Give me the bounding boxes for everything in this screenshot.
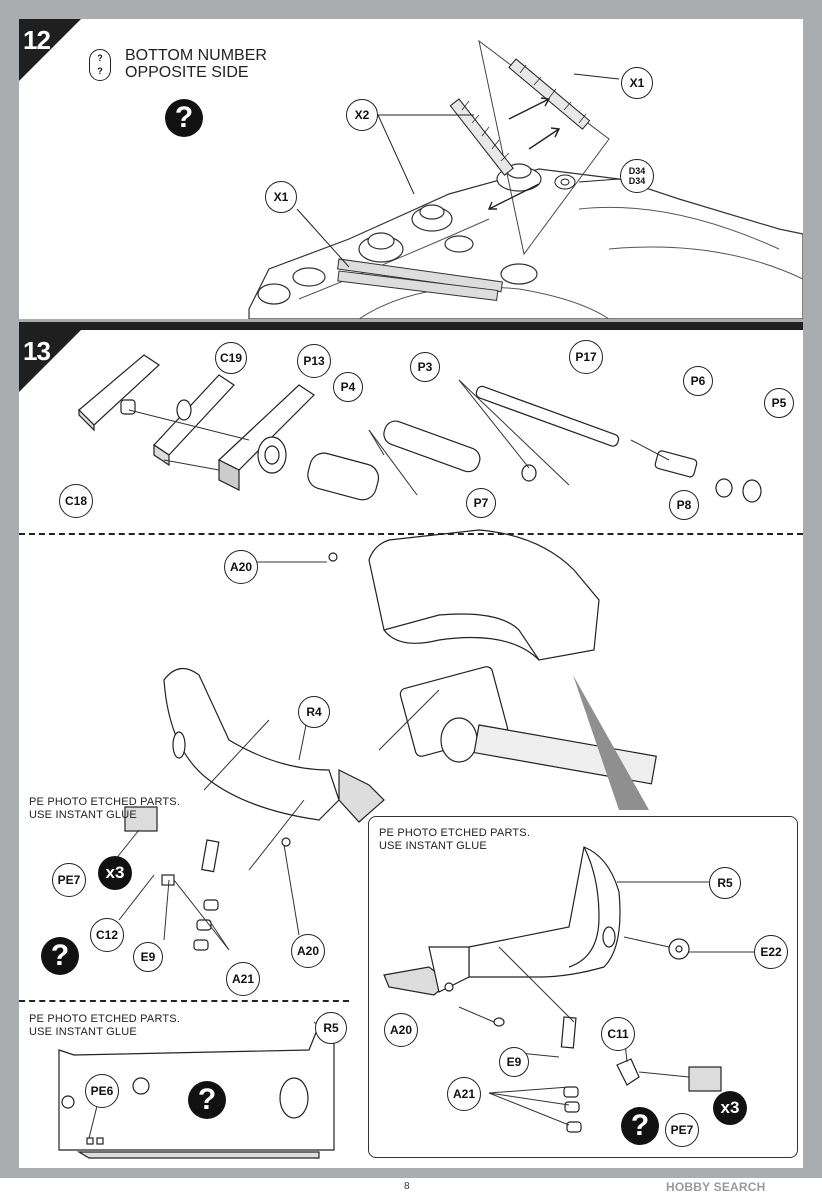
part-label-r5-bottom: R5 xyxy=(315,1012,347,1044)
opposite-side-key-icon: ?? xyxy=(89,49,111,81)
pe-note-inset: PE PHOTO ETCHED PARTS.USE INSTANT GLUE xyxy=(379,827,531,852)
part-label-a20-top: A20 xyxy=(224,550,258,584)
quantity-x3-inset: x3 xyxy=(713,1091,747,1125)
step-12-panel: 12 ?? BOTTOM NUMBER OPPOSITE SIDE ? xyxy=(19,19,803,319)
part-label-p13: P13 xyxy=(297,344,331,378)
quantity-x3-mid: x3 xyxy=(98,856,132,890)
part-label-e9-mid: E9 xyxy=(133,942,163,972)
part-label-pe6: PE6 xyxy=(85,1074,119,1108)
step-13-badge: 13 xyxy=(19,330,81,392)
bottom-number-note: BOTTOM NUMBER OPPOSITE SIDE xyxy=(125,47,267,81)
part-label-a20-mid: A20 xyxy=(291,934,325,968)
part-label-c19: C19 xyxy=(215,342,247,374)
part-label-a21-mid: A21 xyxy=(226,962,260,996)
part-label-c12: C12 xyxy=(90,918,124,952)
part-label-x1-top: X1 xyxy=(621,67,653,99)
question-mark-icon: ? xyxy=(165,99,203,137)
step-13-illustration xyxy=(58,354,762,1159)
step-12-illustration xyxy=(248,39,803,319)
part-label-pe7-inset: PE7 xyxy=(665,1113,699,1147)
part-label-p3: P3 xyxy=(410,352,440,382)
part-label-r4: R4 xyxy=(298,696,330,728)
step-12-badge: 12 xyxy=(19,19,81,81)
question-mark-icon-inset: ? xyxy=(621,1107,659,1145)
detail-inset-box: PE PHOTO ETCHED PARTS.USE INSTANT GLUE R… xyxy=(368,816,798,1158)
step-12-number: 12 xyxy=(23,25,51,55)
part-label-a20-inset: A20 xyxy=(384,1013,418,1047)
part-label-e22: E22 xyxy=(754,935,788,969)
part-label-a21-inset: A21 xyxy=(447,1077,481,1111)
watermark: HOBBY SEARCH xyxy=(666,1180,766,1194)
question-mark-icon-mid: ? xyxy=(41,937,79,975)
part-label-p4: P4 xyxy=(333,372,363,402)
question-mark-icon-bottom: ? xyxy=(188,1081,226,1119)
inset-illustration xyxy=(383,846,754,1133)
part-label-e9-inset: E9 xyxy=(499,1047,529,1077)
part-label-p7: P7 xyxy=(466,488,496,518)
part-label-pe7-mid: PE7 xyxy=(52,863,86,897)
part-label-x1-left: X1 xyxy=(265,181,297,213)
part-label-p6: P6 xyxy=(683,366,713,396)
part-label-r5-inset: R5 xyxy=(709,867,741,899)
pe-note-bottom: PE PHOTO ETCHED PARTS.USE INSTANT GLUE xyxy=(29,1013,181,1038)
dashed-separator-bottom xyxy=(19,1000,349,1002)
step-divider-bar xyxy=(19,322,803,330)
part-label-c11: C11 xyxy=(601,1017,635,1051)
part-label-p8: P8 xyxy=(669,490,699,520)
pe-note-mid: PE PHOTO ETCHED PARTS.USE INSTANT GLUE xyxy=(29,796,181,821)
part-label-p5: P5 xyxy=(764,388,794,418)
page-number: 8 xyxy=(404,1181,410,1192)
part-label-c18: C18 xyxy=(59,484,93,518)
part-label-x2: X2 xyxy=(346,99,378,131)
dashed-separator-top xyxy=(19,533,803,535)
step-13-number: 13 xyxy=(23,336,51,366)
part-label-p17: P17 xyxy=(569,340,603,374)
